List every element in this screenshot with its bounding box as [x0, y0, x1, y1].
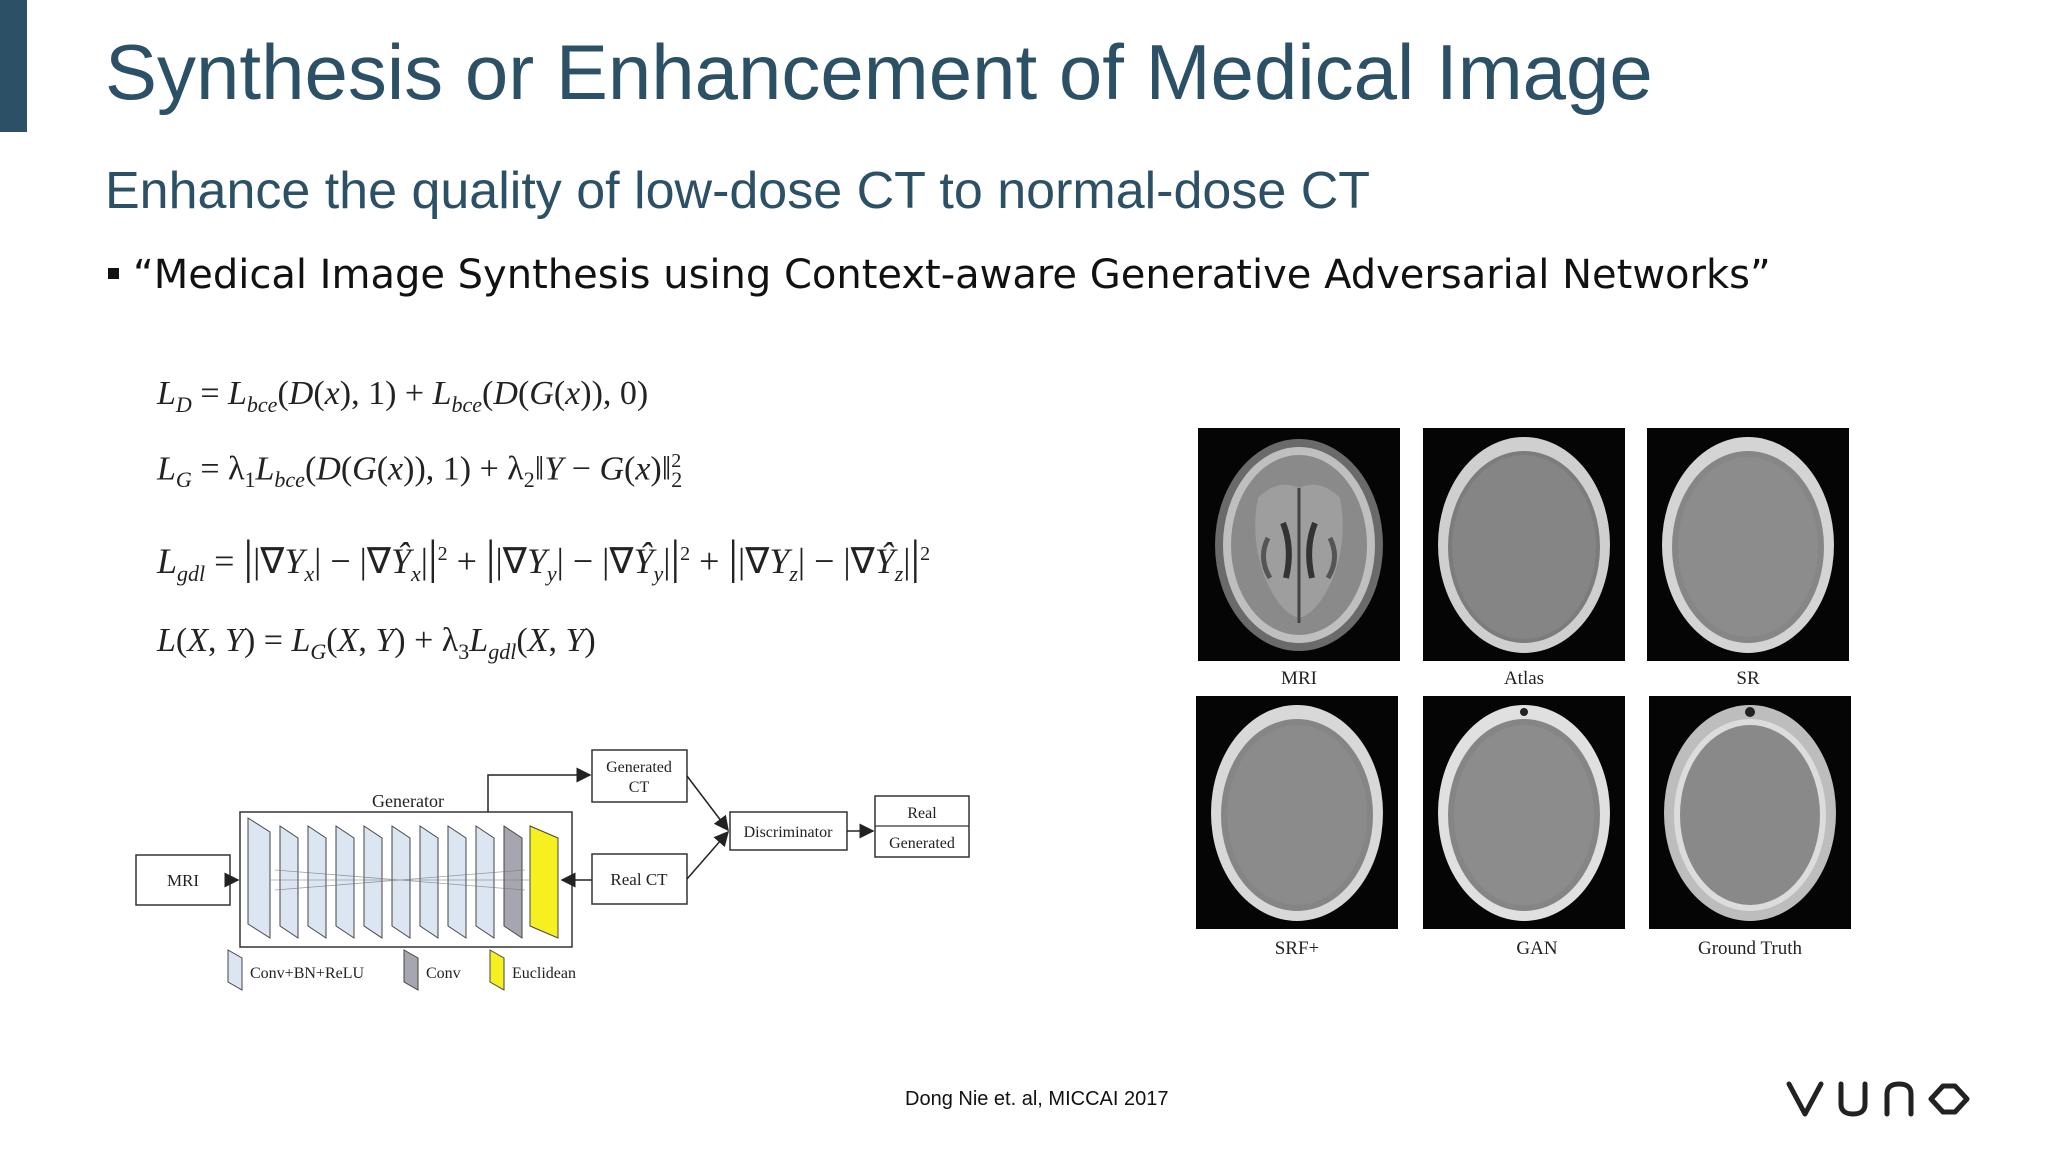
legend-conv-bn-relu-label: Conv+BN+ReLU: [250, 965, 364, 982]
sr-slice-image: [1647, 428, 1849, 661]
discriminator-box: [729, 811, 848, 851]
equation-discriminator-loss: LD = Lbce(D(x), 1) + Lbce(D(G(x)), 0): [157, 375, 649, 417]
equation-generator-loss: LG = λ1Lbce(D(G(x)), 1) + λ2‖Y − G(x)‖22: [157, 450, 683, 493]
generator-layers: [247, 817, 559, 939]
citation-text: Dong Nie et. al, MICCAI 2017: [905, 1088, 1169, 1110]
ct-label-srf-plus: SRF+: [1274, 938, 1320, 959]
legend-euclidean-swatch: [489, 949, 505, 991]
mri-input-box: [135, 854, 231, 906]
ct-label-atlas: Atlas: [1503, 668, 1545, 689]
generated-ct-box: [591, 749, 688, 803]
discriminator-label: Discriminator: [744, 824, 834, 841]
legend-conv-swatch: [403, 949, 419, 991]
gan-architecture-diagram: MRI Generator Generated CT Real CT Discr…: [135, 749, 970, 991]
gan-slice-image: [1423, 696, 1625, 929]
slide-title: Synthesis or Enhancement of Medical Imag…: [105, 28, 1653, 116]
diagram-legend: [227, 949, 505, 991]
ct-label-sr: SR: [1736, 668, 1760, 689]
ct-label-gan: GAN: [1516, 938, 1558, 959]
mri-slice-image: [1198, 428, 1400, 661]
ground-truth-slice-image: [1649, 696, 1851, 929]
legend-euclidean-label: Euclidean: [512, 965, 576, 982]
bullet-square-icon: [108, 267, 119, 279]
generated-ct-label-line1: Generated: [606, 759, 672, 776]
output-generated-label: Generated: [889, 835, 955, 852]
slide-subtitle: Enhance the quality of low-dose CT to no…: [105, 162, 1371, 220]
equation-total-loss: L(X, Y) = LG(X, Y) + λ3Lgdl(X, Y): [157, 622, 596, 664]
legend-conv-label: Conv: [426, 965, 461, 982]
real-ct-label: Real CT: [610, 870, 668, 889]
mri-input-label: MRI: [167, 871, 199, 890]
ct-label-ground-truth: Ground Truth: [1698, 938, 1802, 959]
equation-gdl-loss: Lgdl = ||∇Yx| − |∇Ŷx||2 + ||∇Yy| − |∇Ŷy|…: [157, 531, 931, 587]
srf-plus-slice-image: [1196, 696, 1398, 929]
output-real-label: Real: [907, 805, 937, 822]
bullet-item: “Medical Image Synthesis using Context-a…: [108, 252, 1771, 298]
accent-bar: [0, 0, 27, 132]
legend-conv-bn-relu-swatch: [227, 949, 243, 991]
generator-label: Generator: [372, 791, 444, 811]
generated-ct-label-line2: CT: [629, 779, 650, 796]
bullet-text: “Medical Image Synthesis using Context-a…: [133, 252, 1771, 298]
atlas-slice-image: [1423, 428, 1625, 661]
vuno-logo: [1786, 1081, 1970, 1117]
ct-label-mri: MRI: [1281, 668, 1317, 689]
